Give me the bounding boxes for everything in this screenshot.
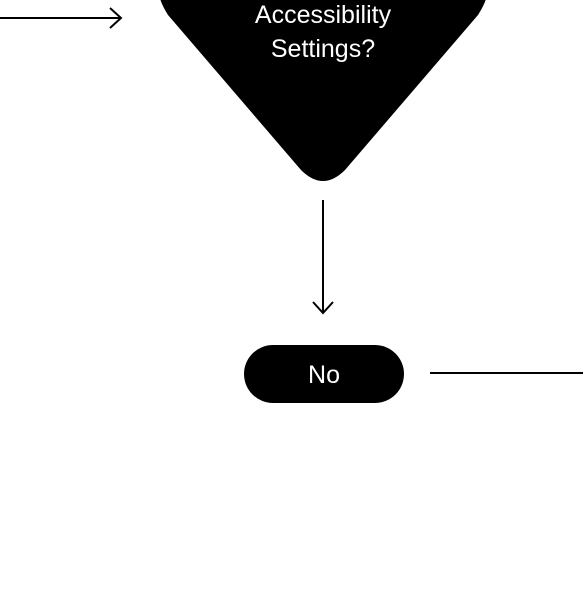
decision-label-line-1: Accessibility bbox=[255, 1, 392, 29]
decision-node[interactable]: Accessibility Settings? bbox=[159, 0, 487, 181]
down-arrow bbox=[312, 200, 334, 315]
decision-label-line-2: Settings? bbox=[271, 35, 375, 63]
outcome-pill bbox=[244, 345, 404, 403]
outcome-label: No bbox=[308, 361, 340, 389]
incoming-arrow bbox=[0, 7, 123, 29]
outcome-node[interactable]: No bbox=[244, 345, 404, 403]
decision-shape bbox=[160, 0, 486, 181]
